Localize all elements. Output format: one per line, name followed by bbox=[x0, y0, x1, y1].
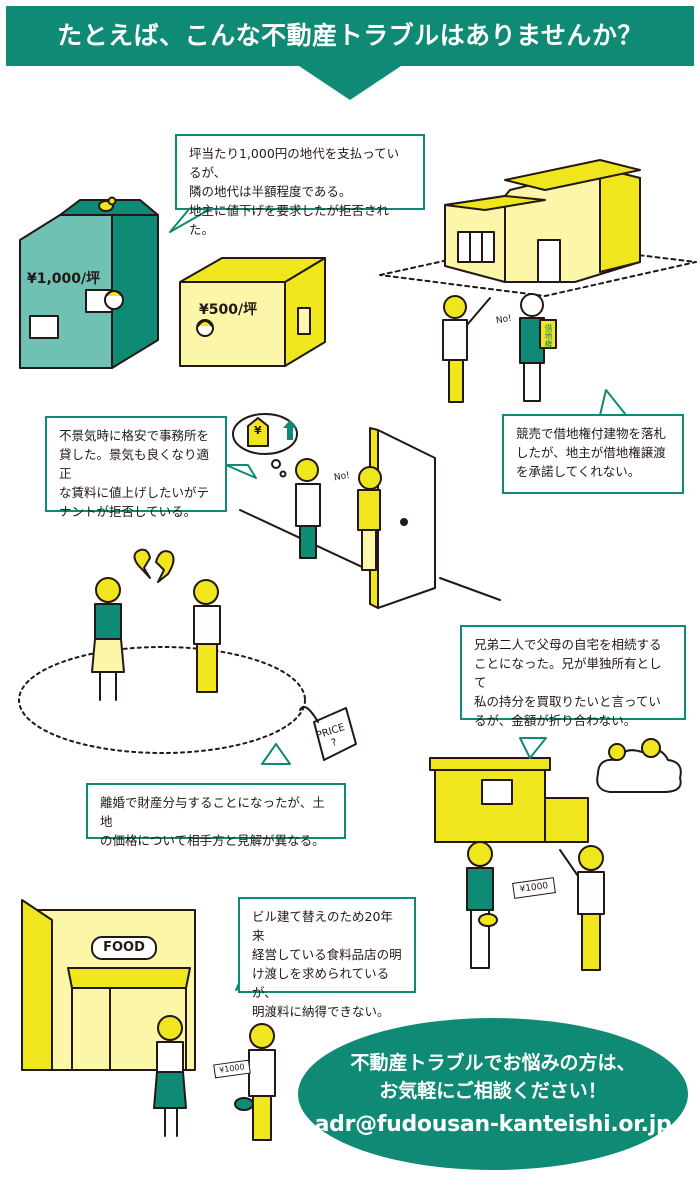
office-rent-bubble: 不景気時に格安で事務所を 貸した。景気も良くなり適正 な賃料に値上げしたいがテ … bbox=[45, 416, 227, 519]
inheritance-house-illustration bbox=[429, 757, 589, 843]
teal-building-illustration bbox=[19, 199, 159, 369]
leasehold-sign: 借地権 bbox=[544, 324, 553, 348]
store-owner-figure bbox=[153, 1015, 187, 1137]
food-store-sign: FOOD bbox=[103, 940, 145, 955]
header-banner: たとえば、こんな不動産トラブルはありませんか？ bbox=[6, 6, 694, 66]
cloud-icon bbox=[596, 738, 682, 793]
wife-figure bbox=[91, 577, 125, 701]
contact-email-link[interactable]: adr@fudousan-kanteishi.or.jp bbox=[314, 1112, 672, 1137]
food-store-bubble: ビル建て替えのため20年来 経営している食料品店の明 け渡しを求められているが、… bbox=[238, 897, 416, 1019]
land-rent-bubble: 坪当たり1,000円の地代を支払っているが、 隣の地代は半額程度である。 地主に… bbox=[175, 134, 425, 237]
price-label-1000: ¥1,000/坪 bbox=[27, 271, 101, 287]
divorce-bubble: 離婚で財産分与することになったが、土地 の価格について相手方と見解が異なる。 bbox=[86, 783, 346, 848]
broken-heart-icon bbox=[133, 548, 175, 583]
husband-figure bbox=[193, 579, 221, 693]
building-owner-figure bbox=[234, 1023, 276, 1141]
landlord-figure bbox=[519, 293, 557, 402]
tenant-figure bbox=[357, 466, 382, 571]
contact-callout: 不動産トラブルでお悩みの方は、 お気軽にご相談ください！ adr@fudousa… bbox=[298, 1018, 688, 1170]
younger-brother-figure bbox=[559, 845, 605, 971]
inheritance-bubble: 兄弟二人で父母の自宅を相続する ことになった。兄が単独所有として 私の持分を買取… bbox=[460, 625, 686, 728]
yen-icon: ¥ bbox=[254, 424, 262, 437]
yellow-building-illustration bbox=[179, 257, 326, 367]
price-tag-icon bbox=[299, 706, 357, 761]
price-label-500: ¥500/坪 bbox=[199, 302, 258, 318]
divorce-ground-illustration bbox=[18, 646, 306, 754]
auction-man-left-figure bbox=[442, 295, 491, 403]
contact-callout-line2: お気軽にご相談ください！ bbox=[379, 1080, 607, 1102]
bird-icon bbox=[98, 196, 117, 212]
thought-bubble-rent-up bbox=[232, 413, 298, 478]
auction-house-illustration bbox=[379, 159, 697, 297]
older-brother-figure bbox=[466, 841, 498, 969]
office-owner-figure bbox=[295, 458, 321, 559]
page-title: たとえば、こんな不動産トラブルはありませんか？ bbox=[57, 21, 643, 50]
contact-callout-line1: 不動産トラブルでお悩みの方は、 bbox=[350, 1052, 636, 1074]
banner-arrow-pointer bbox=[299, 66, 401, 100]
auction-bubble: 競売で借地権付建物を落札 したが、地主が借地権譲渡 を承諾してくれない。 bbox=[502, 414, 684, 494]
food-store-illustration bbox=[21, 899, 196, 1071]
